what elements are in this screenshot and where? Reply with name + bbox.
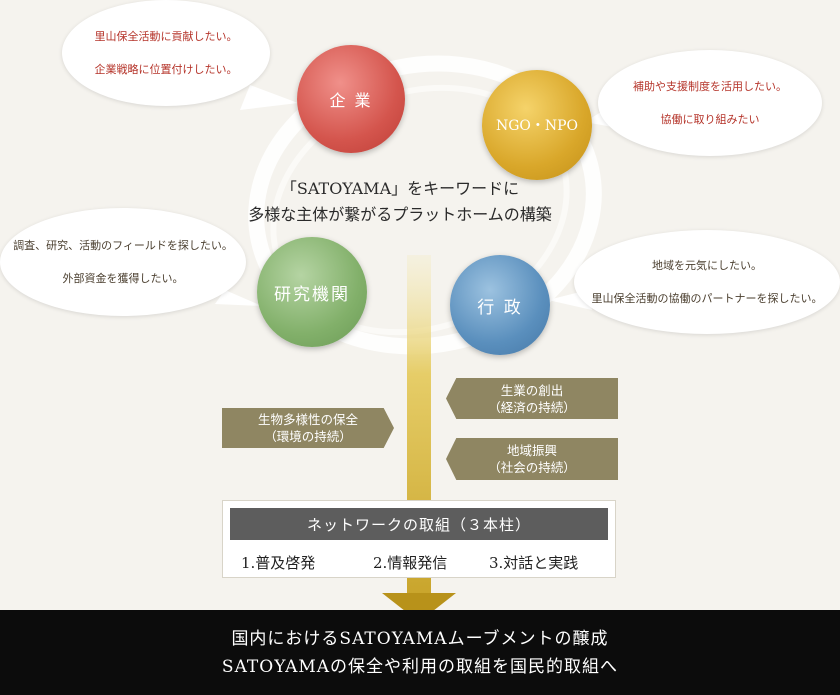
bubble-tail-kenkyu (215, 290, 262, 306)
actor-label: 研究機関 (274, 284, 350, 305)
tag-society: 地域振興 （社会の持続） (446, 438, 618, 480)
platform-title: 「SATOYAMA」をキーワードに 多様な主体が繋がるプラットホームの構築 (190, 176, 610, 228)
bubble-gyosei: 地域を元気にしたい。 里山保全活動の協働のパートナーを探したい。 (574, 230, 840, 334)
network-title: ネットワークの取組（３本柱） (230, 508, 608, 540)
pillar-fukyu: 1.普及啓発 (241, 554, 316, 572)
tag-line: 地域振興 (506, 443, 557, 458)
actor-label: NGO・NPO (495, 118, 579, 134)
bubble-tail-kigyo (240, 85, 298, 110)
network-panel: ネットワークの取組（３本柱） 1.普及啓発 2.情報発信 3.対話と実践 (222, 500, 616, 578)
bubble-line: 補助や支援制度を活用したい。 (633, 79, 787, 93)
goal-line1: 国内におけるSATOYAMAムーブメントの醸成 (231, 628, 609, 649)
platform-title-line1: 「SATOYAMA」をキーワードに (280, 179, 520, 198)
actor-label: 企 業 (329, 91, 373, 110)
bubble-line: 地域を元気にしたい。 (652, 258, 762, 272)
tag-line: （社会の持続） (488, 460, 576, 475)
bubble-line: 調査、研究、活動のフィールドを探したい。 (13, 238, 233, 252)
bubble-ngo: 補助や支援制度を活用したい。 協働に取り組みたい (598, 50, 822, 156)
bubble-line: 里山保全活動に貢献したい。 (94, 29, 238, 43)
flow-arrow (382, 593, 456, 622)
actor-gyosei: 行 政 (450, 255, 550, 355)
actor-ngo: NGO・NPO (482, 70, 592, 180)
bubble-kenkyu: 調査、研究、活動のフィールドを探したい。 外部資金を獲得したい。 (0, 208, 246, 316)
pillar-joho: 2.情報発信 (373, 554, 448, 572)
goal-banner: 国内におけるSATOYAMAムーブメントの醸成 SATOYAMAの保全や利用の取… (0, 610, 840, 695)
tag-economy: 生業の創出 （経済の持続） (446, 378, 618, 419)
bubble-line: 里山保全活動の協働のパートナーを探したい。 (591, 292, 823, 305)
bubble-kigyo: 里山保全活動に貢献したい。 企業戦略に位置付けしたい。 (62, 0, 270, 106)
platform-title-line2: 多様な主体が繋がるプラットホームの構築 (248, 205, 552, 224)
tag-line: （環境の持続） (264, 429, 352, 444)
actor-kigyo: 企 業 (297, 45, 405, 153)
tag-environment: 生物多様性の保全 （環境の持続） (222, 408, 394, 448)
bubble-line: 協働に取り組みたい (660, 113, 760, 126)
bubble-line: 外部資金を獲得したい。 (62, 272, 184, 285)
bubble-line: 企業戦略に位置付けしたい。 (94, 63, 238, 76)
tag-line: 生業の創出 (500, 382, 564, 398)
goal-line2: SATOYAMAの保全や利用の取組を国民的取組へ (221, 656, 619, 677)
actor-kenkyu: 研究機関 (257, 237, 367, 347)
tag-line: （経済の持続） (488, 399, 576, 415)
tag-line: 生物多様性の保全 (257, 412, 358, 427)
pillar-taiwa: 3.対話と実践 (489, 554, 579, 572)
actor-label: 行 政 (477, 297, 523, 318)
